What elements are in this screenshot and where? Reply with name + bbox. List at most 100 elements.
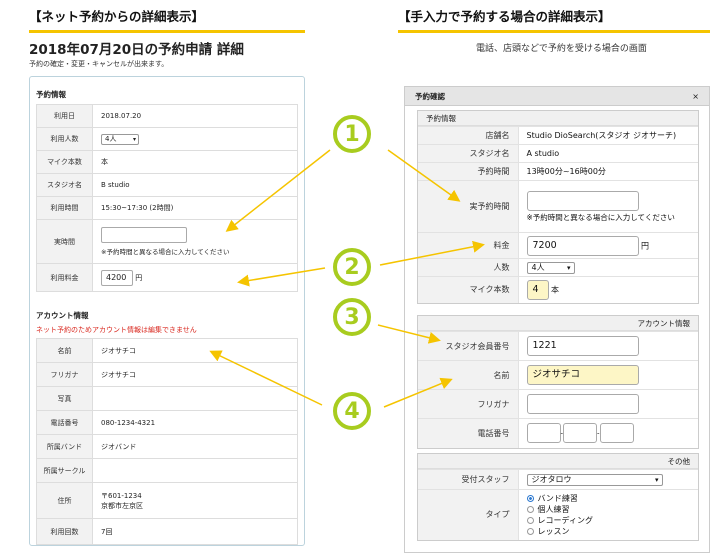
row-label: マイク本数 xyxy=(418,276,519,303)
row-label: 人数 xyxy=(418,258,519,277)
left-section-header: 【ネット予約からの詳細表示】 xyxy=(29,9,205,24)
table-row: 名前 ジオサチコ xyxy=(418,360,698,390)
input-note: ※予約時間と異なる場合に入力してください xyxy=(101,248,230,256)
name-input[interactable]: ジオサチコ xyxy=(526,365,639,385)
member-number-input[interactable]: 1221 xyxy=(526,336,639,356)
mic-unit: 本 xyxy=(551,285,560,295)
row-label: 写真 xyxy=(36,386,93,411)
table-row: 受付スタッフ ジオタロウ▾ xyxy=(418,469,698,490)
arrow-1-left xyxy=(225,149,331,232)
other-info-table: 受付スタッフ ジオタロウ▾ タイプ バンド練習 個人練習 レコーディング レッス… xyxy=(418,469,698,540)
row-label: 実予約時間 xyxy=(418,180,519,233)
account-warning: ネット予約のためアカウント情報は編集できません xyxy=(36,326,197,334)
badge-1: 1 xyxy=(333,115,371,153)
table-row: 実予約時間 ※予約時間と異なる場合に入力してください xyxy=(418,180,698,233)
close-icon[interactable]: × xyxy=(692,92,699,101)
row-label: 利用料金 xyxy=(36,263,93,292)
people-select-value: 4人 xyxy=(105,134,117,143)
reservation-info-heading: 予約情報 xyxy=(418,111,698,126)
row-value: ジオバンド xyxy=(92,434,298,459)
actual-time-input[interactable] xyxy=(526,190,639,211)
row-label: マイク本数 xyxy=(36,150,93,174)
phone-part3-input[interactable] xyxy=(599,423,634,444)
badge-3: 3 xyxy=(333,298,371,336)
table-row: マイク本数 本 xyxy=(36,150,298,174)
table-row: 利用回数 7回 xyxy=(36,518,298,545)
table-row: 所属バンド ジオバンド xyxy=(36,434,298,459)
row-label: 電話番号 xyxy=(418,418,519,448)
mic-count-input[interactable]: 4 xyxy=(526,279,549,300)
row-label: 名前 xyxy=(418,360,519,390)
type-radio[interactable]: レッスン xyxy=(526,526,699,537)
other-info-heading: その他 xyxy=(418,454,698,469)
chevron-down-icon: ▾ xyxy=(132,135,136,143)
actual-time-input[interactable] xyxy=(101,227,187,243)
account-info-box: アカウント情報 スタジオ会員番号 1221 名前 ジオサチコ フリガナ 電話番号… xyxy=(417,315,699,449)
page-title: 2018年07月20日の予約申請 詳細 xyxy=(29,42,244,58)
right-header-underline xyxy=(398,30,710,33)
row-label: タイプ xyxy=(418,489,519,540)
row-value: Studio DioSearch(スタジオ ジオサーチ) xyxy=(518,126,698,145)
row-label: スタジオ名 xyxy=(418,144,519,163)
arrow-4-right xyxy=(383,377,453,408)
row-value: 7回 xyxy=(92,518,298,545)
radio-icon xyxy=(526,527,534,535)
row-label: フリガナ xyxy=(36,362,93,387)
left-header-underline xyxy=(29,30,305,33)
table-row: スタジオ名 A studio xyxy=(418,144,698,163)
row-label: フリガナ xyxy=(418,389,519,419)
row-value: 13時00分~16時00分 xyxy=(518,162,698,181)
fee-input[interactable]: 7200 xyxy=(526,235,639,256)
table-row: 予約時間 13時00分~16時00分 xyxy=(418,162,698,181)
row-label: スタジオ名 xyxy=(36,173,93,197)
table-row: 人数 4人 ▾ xyxy=(418,258,698,277)
row-label: 実時間 xyxy=(36,219,93,264)
fee-input[interactable]: 4200 xyxy=(101,269,133,286)
table-row: フリガナ ジオサチコ xyxy=(36,362,298,387)
people-select-value: 4人 xyxy=(531,262,545,272)
chevron-down-icon: ▾ xyxy=(654,475,659,484)
row-value: B studio xyxy=(92,173,298,197)
right-subtitle: 電話、店頭などで予約を受ける場合の画面 xyxy=(476,44,647,54)
other-info-box: その他 受付スタッフ ジオタロウ▾ タイプ バンド練習 個人練習 レコーディング… xyxy=(417,453,699,541)
type-radio[interactable]: 個人練習 xyxy=(526,504,699,515)
chevron-down-icon: ▾ xyxy=(566,263,571,272)
radio-icon xyxy=(526,505,534,513)
reservation-info-box: 予約情報 店舗名 Studio DioSearch(スタジオ ジオサーチ) スタ… xyxy=(417,110,699,304)
phone-part1-input[interactable] xyxy=(526,423,561,444)
address: 京都市左京区 xyxy=(101,501,143,510)
radio-label: 個人練習 xyxy=(537,504,570,514)
radio-label: レッスン xyxy=(537,526,570,536)
row-label: 利用回数 xyxy=(36,518,93,545)
postal-code: 〒601-1234 xyxy=(101,491,142,500)
phone-separator: - xyxy=(597,429,600,438)
phone-separator: - xyxy=(560,429,564,438)
reservation-confirm-dialog: 予約確認 × 予約情報 店舗名 Studio DioSearch(スタジオ ジオ… xyxy=(404,86,710,553)
table-row: 電話番号 080-1234-4321 xyxy=(36,410,298,435)
type-radio[interactable]: バンド練習 xyxy=(526,493,699,504)
account-info-heading: アカウント情報 xyxy=(36,311,89,320)
arrow-1-right xyxy=(387,149,461,202)
people-select[interactable]: 4人 ▾ xyxy=(101,133,139,145)
kana-input[interactable] xyxy=(526,394,639,414)
people-select[interactable]: 4人 ▾ xyxy=(526,261,575,274)
table-row: マイク本数 4 本 xyxy=(418,276,698,303)
right-section-header: 【手入力で予約する場合の詳細表示】 xyxy=(398,9,611,24)
account-info-table: スタジオ会員番号 1221 名前 ジオサチコ フリガナ 電話番号 -- xyxy=(418,331,698,448)
table-row: 電話番号 - - xyxy=(418,418,698,448)
reservation-detail-panel: 予約情報 利用日 2018.07.20 利用人数 4人▾ マイク本数 本 スタジ… xyxy=(29,76,305,546)
arrow-4-left xyxy=(209,350,323,406)
type-radio[interactable]: レコーディング xyxy=(526,515,699,526)
row-label: 電話番号 xyxy=(36,410,93,435)
row-value xyxy=(92,458,298,483)
badge-4: 4 xyxy=(333,392,371,430)
table-row: スタジオ名 B studio xyxy=(36,173,298,197)
reservation-info-heading: 予約情報 xyxy=(36,90,66,99)
staff-select[interactable]: ジオタロウ▾ xyxy=(526,473,663,486)
fee-unit: 円 xyxy=(135,273,143,282)
radio-icon xyxy=(526,516,534,524)
row-label: 予約時間 xyxy=(418,162,519,181)
phone-part2-input[interactable] xyxy=(563,423,598,444)
